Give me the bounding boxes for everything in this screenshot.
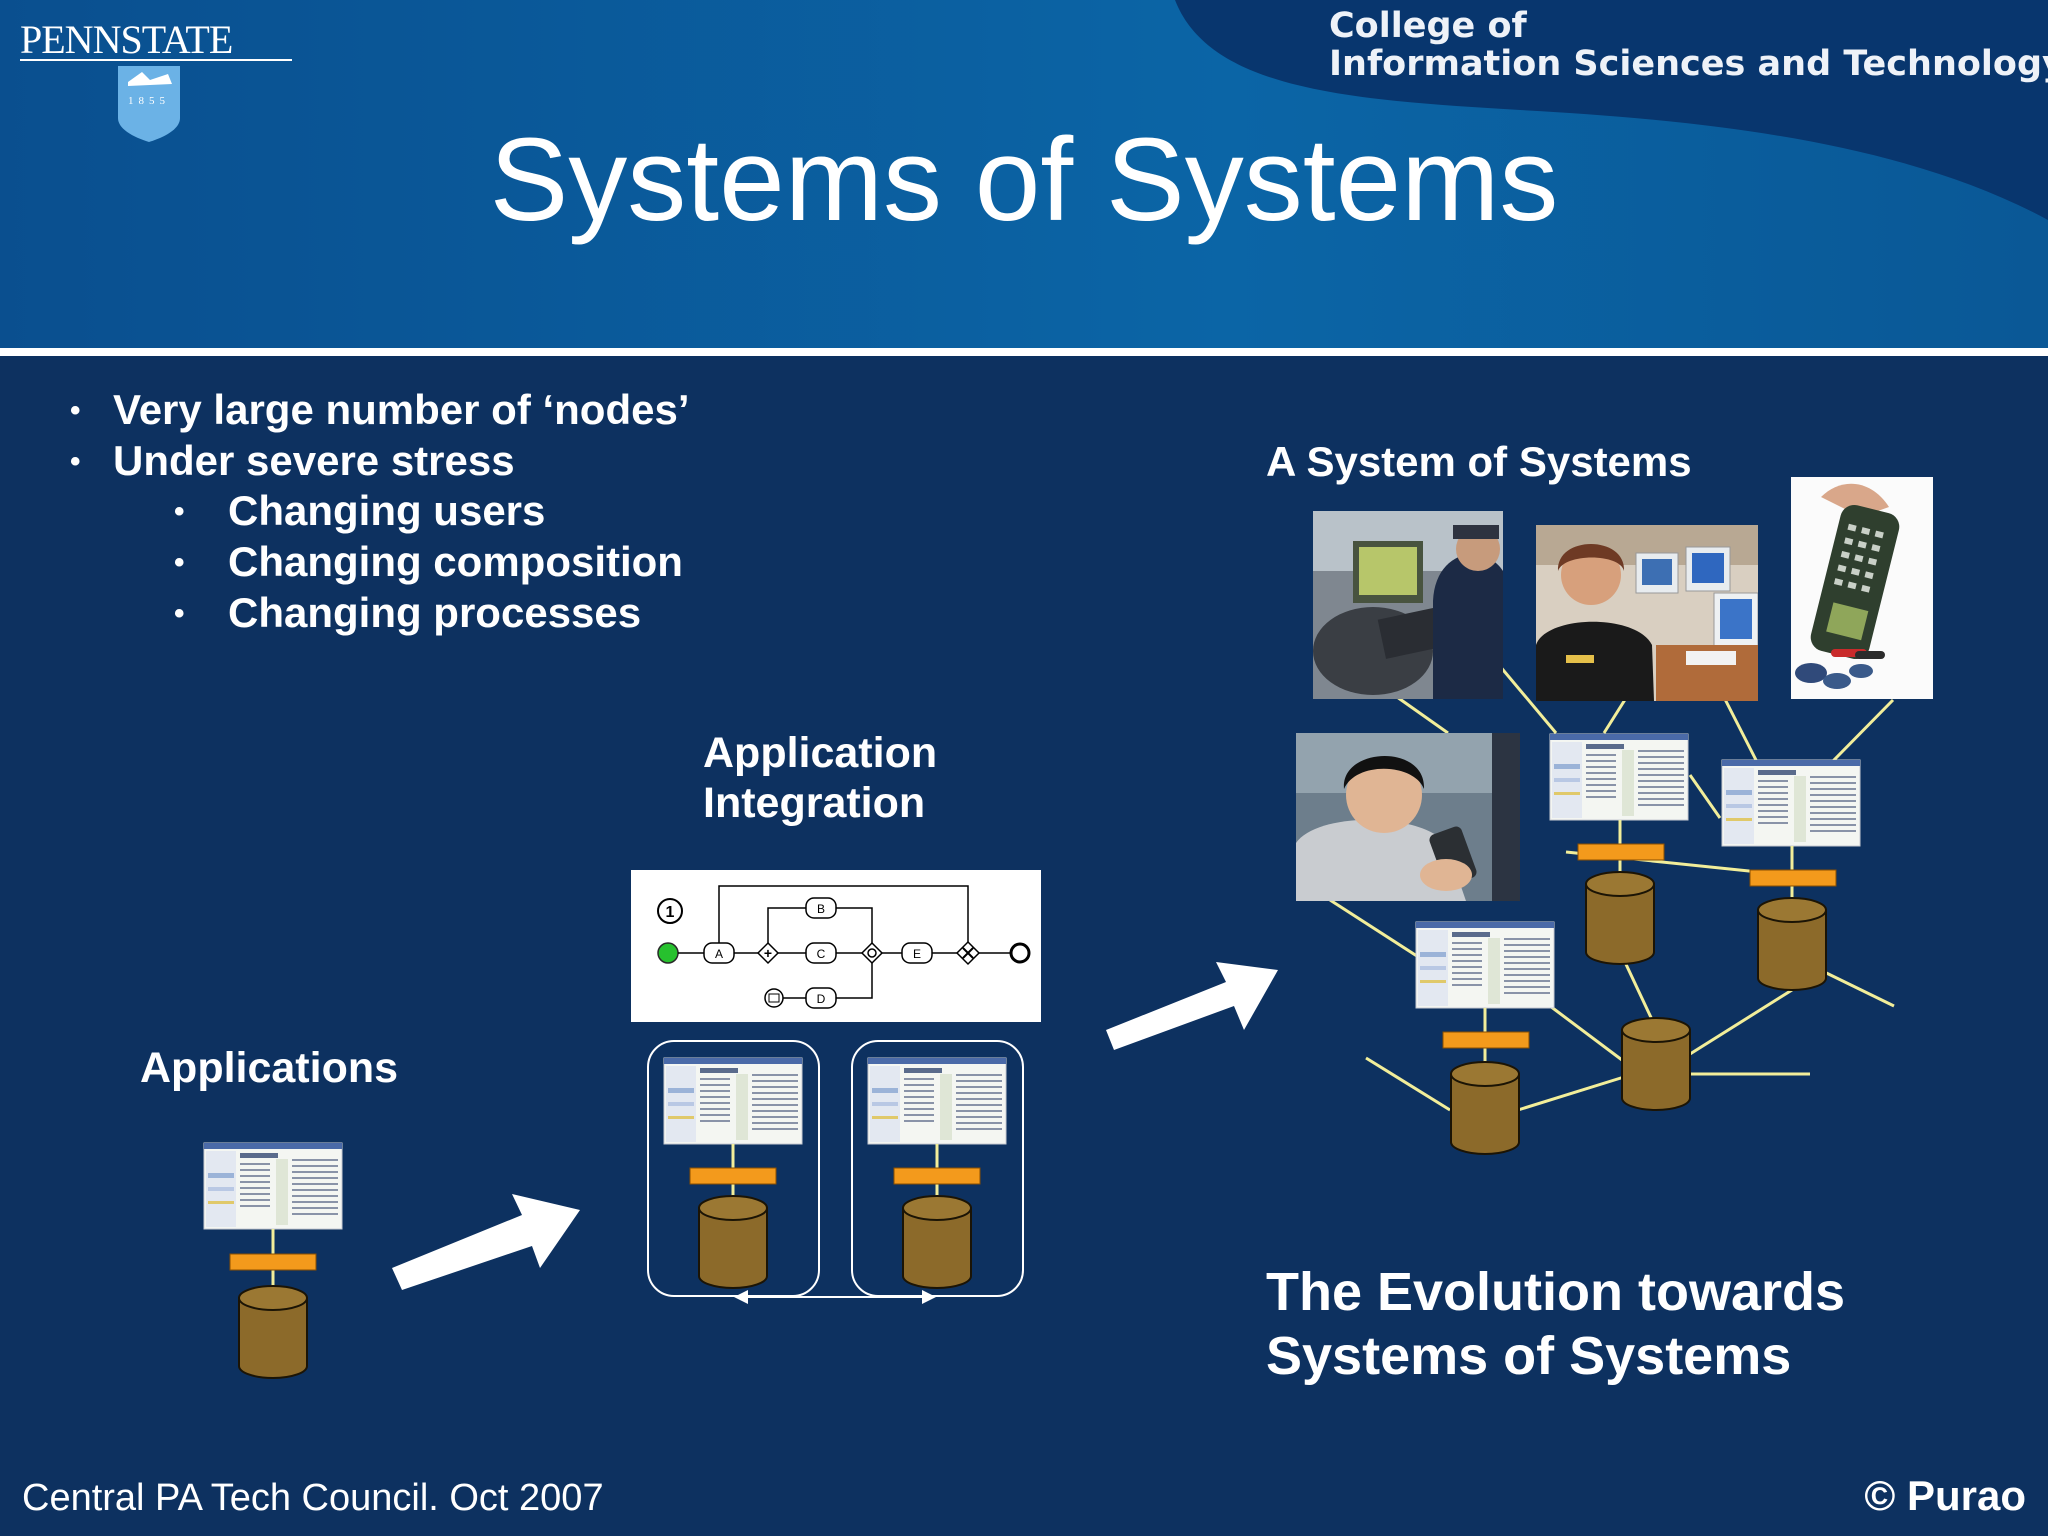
bullet-item: • (70, 388, 81, 436)
connector-bar (1577, 843, 1665, 861)
bullet-item: • (70, 439, 81, 487)
sos-heading: A System of Systems (1266, 438, 1692, 485)
node-stack (1721, 759, 1861, 991)
connector-bar (1749, 869, 1837, 887)
evolution-label-line1: The Evolution towards (1266, 1262, 1846, 1322)
arrow-right-icon (392, 1194, 580, 1290)
header-divider (0, 348, 2048, 356)
integration-label-line1: Application (703, 729, 938, 777)
footer-event: Central PA Tech Council. Oct 2007 (22, 1477, 604, 1519)
node-stack (1549, 733, 1689, 965)
task-label: E (913, 947, 921, 961)
logo-year: 1855 (128, 95, 170, 107)
database-icon (1450, 1061, 1520, 1155)
task-label: B (817, 902, 825, 916)
bullet-glyph: • (174, 546, 185, 579)
sub-bullet-item: • (174, 489, 185, 537)
node-stack (1415, 921, 1555, 1155)
sub-bullet-item: • (174, 591, 185, 639)
database-icon (902, 1195, 972, 1289)
task-label: C (817, 947, 826, 961)
pennstate-logo: 1855 (20, 59, 292, 142)
connector-bar (1442, 1031, 1530, 1049)
evolution-label-line2: Systems of Systems (1266, 1326, 1792, 1386)
integration-link (734, 1290, 936, 1304)
bullet-glyph: • (70, 394, 81, 427)
college-name-line2: Information Sciences and Technology (1329, 44, 2048, 84)
connector-bar (229, 1253, 317, 1271)
task-label: D (817, 992, 826, 1006)
bullet-text: Very large number of ‘nodes’ (113, 386, 690, 433)
student-phone-photo (1296, 733, 1520, 901)
process-diagram: 1 A + B C D E (631, 870, 1041, 1022)
svg-text:+: + (764, 945, 772, 961)
header-banner (0, 0, 2048, 348)
application-stack (203, 1142, 343, 1379)
bullet-glyph: • (174, 495, 185, 528)
integrated-application-left (647, 1040, 820, 1297)
database-icon (1621, 1017, 1691, 1111)
college-name-line1: College of (1329, 6, 1527, 46)
database-icon (238, 1285, 308, 1379)
sub-bullet-item: • (174, 540, 185, 588)
database-icon (1585, 871, 1655, 965)
applications-label: Applications (140, 1044, 399, 1092)
database-icon (1757, 897, 1827, 991)
call-center-photo (1536, 525, 1758, 701)
arrow-right-icon (1106, 962, 1278, 1050)
sub-bullet-text: Changing composition (228, 538, 683, 585)
bullet-glyph: • (70, 445, 81, 478)
connector-bar (893, 1167, 981, 1185)
sub-bullet-text: Changing processes (228, 589, 642, 636)
handheld-device-photo (1791, 477, 1933, 699)
bullet-glyph: • (174, 597, 185, 630)
pennstate-wordmark: PENNSTATE (20, 17, 233, 62)
process-start-label: 1 (666, 904, 675, 921)
slide-title: Systems of Systems (489, 114, 1559, 246)
database-icon (698, 1195, 768, 1289)
connector-bar (689, 1167, 777, 1185)
integrated-application-right (851, 1040, 1024, 1297)
footer-copyright: © Purao (1864, 1472, 2026, 1519)
integration-label-line2: Integration (703, 779, 926, 827)
sub-bullet-text: Changing users (228, 487, 546, 534)
police-laptop-photo (1313, 511, 1503, 699)
bullet-text: Under severe stress (113, 437, 515, 484)
task-label: A (715, 947, 723, 961)
